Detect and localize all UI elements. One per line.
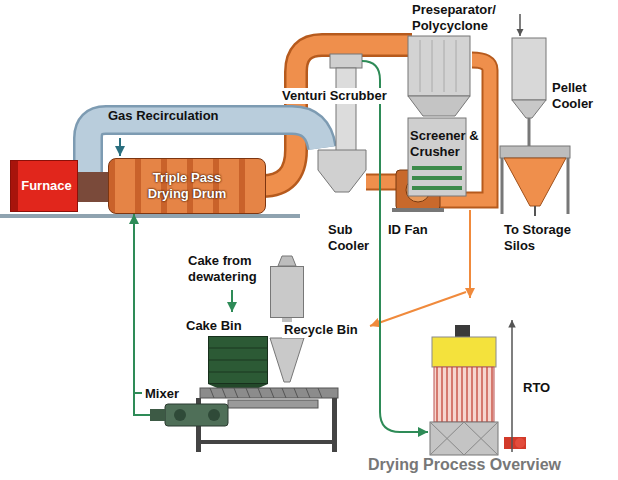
- cake-bin: Cake Bin: [208, 336, 268, 384]
- node-text: Mixer: [145, 386, 179, 401]
- cyclone-lines: [420, 40, 456, 92]
- frame-leg: [196, 398, 201, 452]
- rto-media: [434, 367, 494, 422]
- caption: Drying Process Overview: [368, 455, 561, 475]
- mixer-motor: [150, 409, 165, 421]
- recycle-line: [469, 210, 471, 298]
- label-slot: To Storage Silos: [504, 222, 592, 254]
- recycle-bin: Recycle Bin: [270, 266, 304, 318]
- base-bar: [0, 214, 300, 218]
- rto-top: [432, 337, 496, 367]
- frame-brace: [196, 440, 337, 444]
- silo-pipe: [528, 118, 531, 146]
- rto-base: [430, 422, 498, 455]
- label-slot: Pellet Cooler: [552, 80, 608, 112]
- fan-base: [392, 208, 444, 212]
- screen-deck: [412, 186, 462, 190]
- furnace-box: Furnace: [10, 160, 78, 212]
- equipment-label: Preseparator/ Polycyclone: [412, 2, 512, 34]
- node-text: Furnace: [21, 178, 72, 194]
- mixer-body: [165, 404, 228, 426]
- label-slot: Cake from dewatering: [188, 253, 280, 285]
- scrubber-column: [336, 68, 356, 152]
- screen-deck: [412, 176, 462, 180]
- equipment-label: Screener & Crusher: [410, 128, 486, 160]
- frame-leg: [332, 398, 337, 452]
- cooler-legs: [502, 158, 568, 214]
- fan-duct: [366, 176, 398, 189]
- feed-arrow: [519, 14, 521, 36]
- cooler-cone: [504, 158, 566, 206]
- recycle-line: [370, 292, 466, 326]
- id-fan: [396, 170, 440, 210]
- equipment-label: Pellet Cooler: [552, 80, 608, 112]
- sub-cooler-hopper: [318, 150, 366, 192]
- cooler-frame: [500, 146, 570, 158]
- exhaust-duct: [262, 45, 412, 186]
- node-text: Cake Bin: [186, 318, 242, 334]
- screw-conveyor: [200, 388, 338, 398]
- flow-connector: [134, 214, 142, 393]
- cooler-outlet: [534, 206, 536, 216]
- equipment-label: Venturi Scrubber: [280, 88, 389, 104]
- scrubber-top: [330, 54, 362, 68]
- preseparator: [408, 36, 470, 96]
- drying-drum: Triple Pass Drying Drum: [108, 158, 266, 214]
- node-text: Recycle Bin: [282, 322, 360, 338]
- screen-deck: [412, 166, 462, 170]
- label-slot: Screener & Crusher: [410, 128, 486, 160]
- caption-slot: Drying Process Overview: [368, 455, 561, 475]
- fan-wheel: [406, 178, 430, 202]
- screw-flights: [210, 388, 322, 398]
- equipment-label: Sub Cooler: [328, 222, 378, 254]
- rto-base-cross: [430, 422, 498, 455]
- label-slot: Preseparator/ Polycyclone: [412, 2, 512, 34]
- cake-feed-arrow: [231, 290, 233, 312]
- mixer-shaft: [174, 409, 186, 421]
- pellet-cooler-silo: [512, 38, 546, 100]
- equipment-label: Cake from dewatering: [188, 253, 280, 285]
- node-text: Triple Pass Drying Drum: [135, 170, 239, 202]
- equipment-label: ID Fan: [388, 222, 428, 238]
- exhaust-duct: [262, 45, 412, 186]
- pump: [504, 437, 526, 449]
- gas-arrow: [119, 138, 121, 156]
- equipment-label: Gas Recirculation: [108, 108, 219, 124]
- recycle-cone: [270, 338, 304, 382]
- mixer-shaft: [208, 409, 220, 421]
- recycle-cyclone: [278, 256, 296, 266]
- equipment-label: RTO: [523, 380, 550, 396]
- label-slot: RTO: [523, 380, 550, 396]
- fan-duct: [366, 174, 398, 191]
- pump-wheel: [515, 438, 525, 448]
- silo-cone: [512, 100, 546, 118]
- equipment-label: To Storage Silos: [504, 222, 592, 254]
- label-slot: Sub Cooler: [328, 222, 378, 254]
- label-slot: ID Fan: [388, 222, 428, 238]
- mixer-label: Mixer: [142, 384, 182, 402]
- rto-stack: [455, 325, 470, 337]
- label-slot: Gas Recirculation: [108, 108, 219, 124]
- height-arrow: [511, 320, 513, 452]
- label-slot: Venturi Scrubber: [280, 86, 389, 104]
- vent-line: [362, 61, 428, 432]
- rto-media-hatch: [434, 367, 494, 422]
- feed-conveyor: [228, 400, 318, 408]
- preseparator-hopper: [408, 96, 470, 116]
- cake-hopper: [208, 384, 268, 390]
